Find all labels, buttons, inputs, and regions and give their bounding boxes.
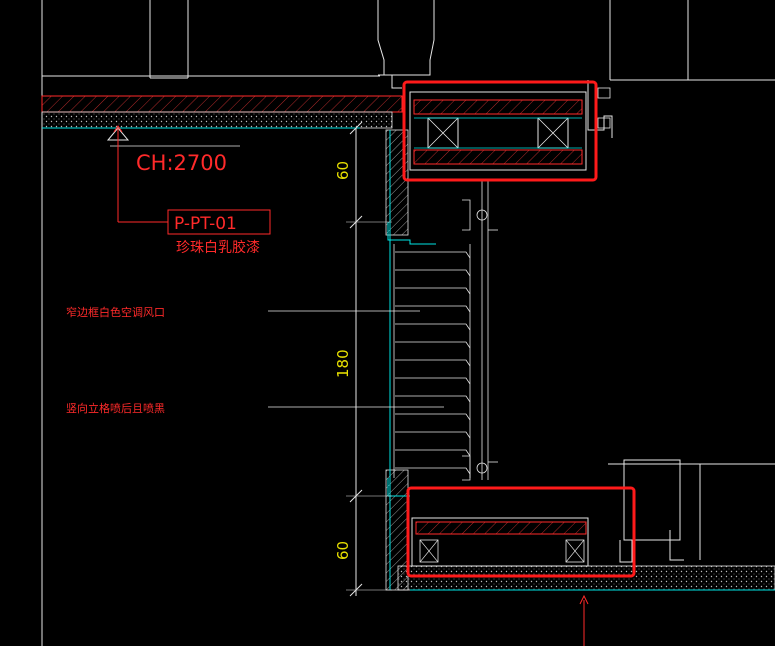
- highlight-box-top: [402, 80, 598, 182]
- ceiling-board: [41, 95, 403, 129]
- vent-grille: [393, 180, 498, 481]
- dimension-bottom: 60: [334, 541, 352, 560]
- right-structure: [608, 459, 775, 563]
- dimension-middle: 180: [334, 349, 352, 378]
- section-arrow: [579, 594, 589, 646]
- upper-lightbox: [378, 74, 613, 171]
- dimension-top: 60: [334, 161, 352, 180]
- note-vent: 窄边框白色空调风口: [66, 305, 420, 319]
- highlight-box-bottom: [406, 486, 636, 578]
- note-vent-text: 窄边框白色空调风口: [66, 305, 165, 319]
- lower-lightbox: [397, 517, 775, 591]
- ceiling-height-marker: CH:2700: [106, 125, 240, 223]
- material-name: 珍珠白乳胶漆: [176, 239, 260, 256]
- ceiling-height-label: CH:2700: [136, 151, 227, 175]
- dimension-line: 60 180 60: [334, 121, 392, 597]
- material-code: P-PT-01: [174, 214, 237, 234]
- note-grille-text: 竖向立格喷后且喷黑: [66, 401, 165, 415]
- material-tag: P-PT-01 珍珠白乳胶漆: [167, 209, 271, 256]
